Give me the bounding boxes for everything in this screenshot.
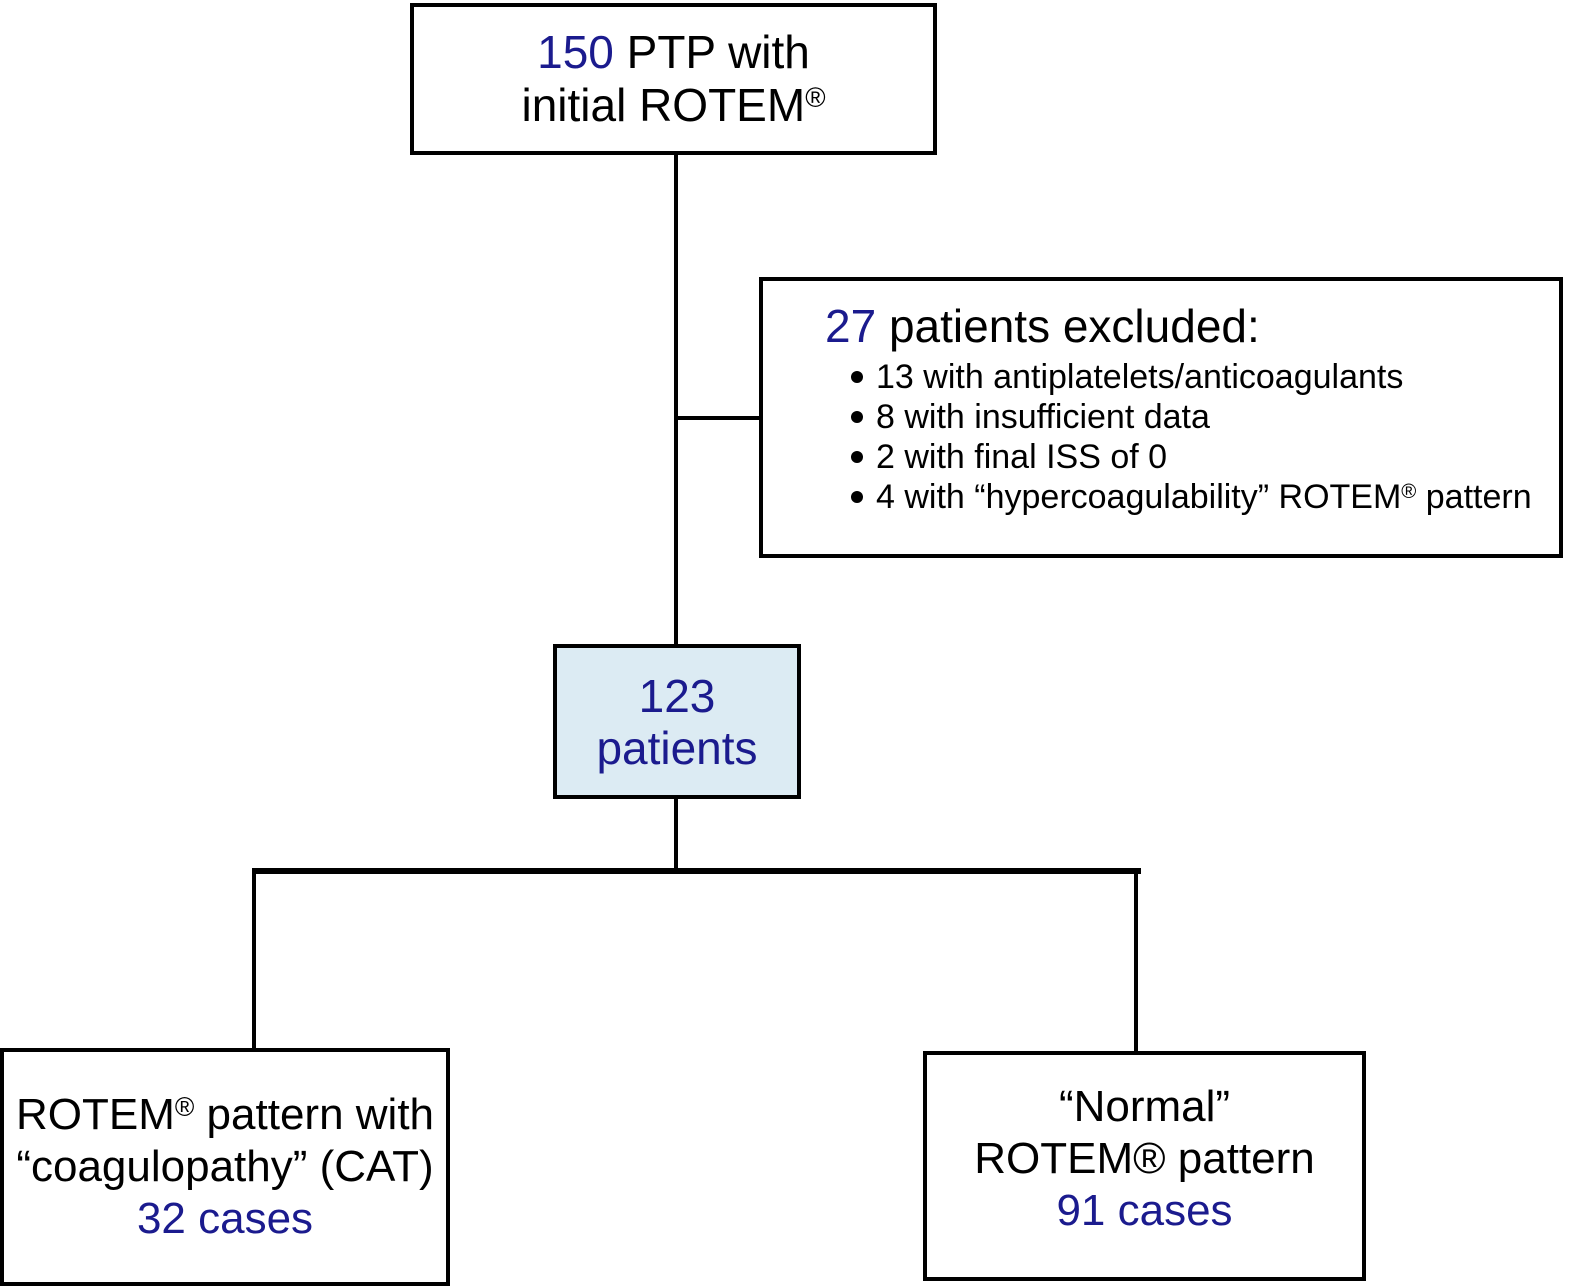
excluded-bullet-list: 13 with antiplatelets/anticoagulants 8 w… bbox=[851, 357, 1553, 517]
bullet-text-pre: 13 with antiplatelets/anticoagulants bbox=[876, 358, 1404, 396]
cat-cases-count: 32 cases bbox=[136, 1194, 314, 1243]
normal-line2: ROTEM® pattern bbox=[974, 1134, 1315, 1183]
connector-branch-horizontal bbox=[252, 868, 1141, 874]
normal-line1: “Normal” bbox=[1058, 1082, 1231, 1131]
excluded-count: 27 bbox=[825, 300, 877, 352]
node-initial-line2: initial ROTEM® bbox=[521, 79, 825, 132]
node-123-patients: 123 patients bbox=[553, 644, 801, 799]
registered-trademark-icon: ® bbox=[174, 1091, 195, 1122]
connector-top-vertical bbox=[674, 155, 678, 644]
initial-label: PTP with bbox=[613, 26, 810, 78]
bullet-text-pre: 8 with insufficient data bbox=[876, 398, 1210, 436]
excluded-heading: 27 patients excluded: bbox=[825, 298, 1553, 354]
connector-mid-vertical bbox=[674, 799, 678, 872]
registered-trademark-icon: ® bbox=[1401, 480, 1417, 503]
excluded-heading-text: patients excluded: bbox=[876, 300, 1260, 352]
excluded-bullet-item: 8 with insufficient data bbox=[851, 397, 1553, 437]
normal-cases-count: 91 cases bbox=[1056, 1186, 1233, 1235]
node-initial-line1: 150 PTP with bbox=[537, 26, 810, 79]
patients-count: 123 bbox=[638, 669, 716, 722]
bullet-icon bbox=[851, 451, 863, 463]
bullet-text: 4 with “hypercoagulability” ROTEM® patte… bbox=[876, 477, 1532, 517]
bullet-text: 8 with insufficient data bbox=[876, 397, 1210, 437]
initial-line2-text: initial ROTEM bbox=[521, 79, 806, 131]
connector-excluded-branch bbox=[676, 416, 761, 420]
registered-trademark-icon: ® bbox=[805, 82, 826, 114]
node-cat-pattern: ROTEM® pattern with “coagulopathy” (CAT)… bbox=[0, 1048, 450, 1286]
bullet-text-post: pattern bbox=[1416, 478, 1532, 516]
excluded-bullet-item: 4 with “hypercoagulability” ROTEM® patte… bbox=[851, 477, 1553, 517]
bullet-text: 2 with final ISS of 0 bbox=[876, 437, 1167, 477]
cat-line1-post: pattern with bbox=[194, 1090, 435, 1139]
cat-line2: “coagulopathy” (CAT) bbox=[16, 1142, 434, 1191]
patients-label: patients bbox=[596, 721, 758, 774]
excluded-bullet-item: 13 with antiplatelets/anticoagulants bbox=[851, 357, 1553, 397]
bullet-text-pre: 4 with “hypercoagulability” ROTEM bbox=[876, 478, 1402, 516]
node-normal-pattern: “Normal” ROTEM® pattern 91 cases bbox=[923, 1051, 1366, 1281]
cat-line1: ROTEM® pattern with bbox=[16, 1089, 434, 1141]
excluded-bullet-item: 2 with final ISS of 0 bbox=[851, 437, 1553, 477]
bullet-icon bbox=[851, 411, 863, 423]
bullet-icon bbox=[851, 371, 863, 383]
bullet-text: 13 with antiplatelets/anticoagulants bbox=[876, 357, 1403, 397]
node-initial-rotem: 150 PTP with initial ROTEM® bbox=[410, 3, 937, 155]
cat-line1-text: ROTEM bbox=[15, 1090, 175, 1139]
bullet-icon bbox=[851, 491, 863, 503]
connector-drop-right bbox=[1134, 868, 1138, 1053]
node-excluded: 27 patients excluded: 13 with antiplatel… bbox=[759, 277, 1563, 558]
initial-count: 150 bbox=[537, 26, 614, 78]
connector-drop-left bbox=[252, 868, 256, 1048]
bullet-text-pre: 2 with final ISS of 0 bbox=[876, 438, 1168, 476]
